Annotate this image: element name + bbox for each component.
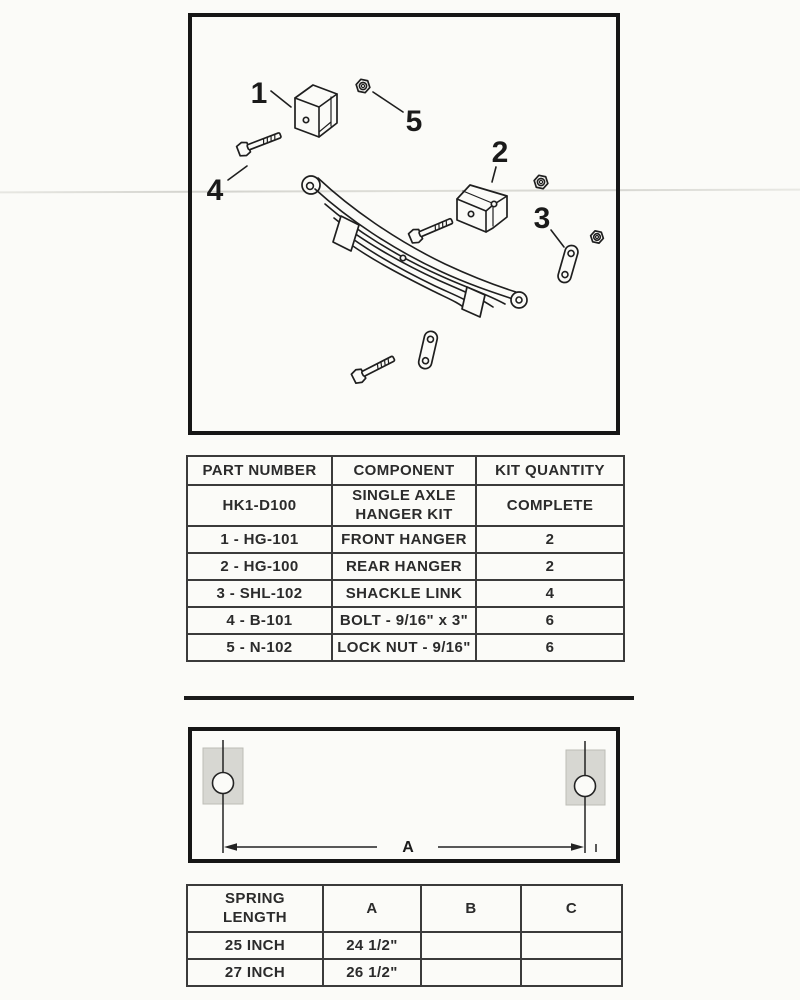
callout-3: 3 [534,202,565,248]
cell-a: 24 1/2" [322,931,422,960]
bolt-part [407,217,454,244]
table-row: HK1-D100 SINGLE AXLE HANGER KIT COMPLETE [186,484,625,527]
shackle-link-part [417,330,439,370]
callout-4-label: 4 [207,174,224,207]
cell-component: LOCK NUT - 9/16" [331,633,477,662]
cell-b [420,931,522,960]
shackle-link-part [557,244,579,284]
header-c: C [520,884,623,933]
callout-1: 1 [251,77,292,110]
spring-table-header-row: SPRING LENGTH A B C [186,884,623,933]
cell-qty: 6 [475,606,625,635]
header-a: A [322,884,422,933]
table-row: 25 INCH 24 1/2" [186,931,623,960]
cell-part: 5 - N-102 [186,633,333,662]
lock-nut-part [533,174,549,190]
bolt-part [235,132,282,157]
spring-center-bolt-hole [399,254,407,262]
callout-5-label: 5 [406,105,423,138]
parts-diagram-drawing: 1 2 3 4 5 [207,77,605,385]
dimension-a: A [224,839,597,856]
cell-b [420,958,522,987]
table-row: 1 - HG-101 FRONT HANGER 2 [186,525,625,554]
cell-part: 2 - HG-100 [186,552,333,581]
cell-component: REAR HANGER [331,552,477,581]
callout-5: 5 [372,91,423,138]
cell-component: SHACKLE LINK [331,579,477,608]
table-row: 27 INCH 26 1/2" [186,958,623,987]
cell-length: 25 INCH [186,931,324,960]
table-row: 4 - B-101 BOLT - 9/16" x 3" 6 [186,606,625,635]
cell-part: 4 - B-101 [186,606,333,635]
header-spring-length: SPRING LENGTH [186,884,324,933]
callout-2: 2 [491,136,509,183]
cell-component: FRONT HANGER [331,525,477,554]
cell-c [520,931,623,960]
cell-a: 26 1/2" [322,958,422,987]
parts-table-header-row: PART NUMBER COMPONENT KIT QUANTITY [186,455,625,486]
cell-qty: COMPLETE [475,484,625,527]
cell-component: BOLT - 9/16" x 3" [331,606,477,635]
spring-clamp-band [332,215,360,252]
dimension-diagram-panel: A [188,727,620,863]
cell-part: HK1-D100 [186,484,333,527]
header-part-number: PART NUMBER [186,455,333,486]
header-b: B [420,884,522,933]
spring-length-table: SPRING LENGTH A B C 25 INCH 24 1/2" 27 I… [186,884,623,987]
cell-part: 1 - HG-101 [186,525,333,554]
cell-component: SINGLE AXLE HANGER KIT [331,484,477,527]
front-hanger-part [294,84,338,138]
rear-hanger-part [456,184,508,233]
table-row: 2 - HG-100 REAR HANGER 2 [186,552,625,581]
lock-nut-part [355,78,371,94]
parts-table: PART NUMBER COMPONENT KIT QUANTITY HK1-D… [186,455,625,662]
cell-qty: 2 [475,525,625,554]
dimension-a-label: A [402,839,414,856]
lock-nut-part [589,230,605,244]
cell-length: 27 INCH [186,958,324,987]
cell-qty: 2 [475,552,625,581]
section-divider-rule [184,696,634,700]
callout-4: 4 [207,165,248,207]
bolt-part [350,355,396,385]
callout-2-label: 2 [492,136,509,169]
callout-1-label: 1 [251,77,268,110]
cell-qty: 6 [475,633,625,662]
dimension-drawing: A [202,740,606,856]
cell-c [520,958,623,987]
leaf-spring-part [301,175,528,318]
left-pad-hole [211,771,235,795]
parts-diagram-panel: 1 2 3 4 5 [188,13,620,435]
callout-3-label: 3 [534,202,551,235]
header-component: COMPONENT [331,455,477,486]
spring-clamp-band [461,286,486,318]
cell-qty: 4 [475,579,625,608]
table-row: 5 - N-102 LOCK NUT - 9/16" 6 [186,633,625,662]
cell-part: 3 - SHL-102 [186,579,333,608]
header-kit-quantity: KIT QUANTITY [475,455,625,486]
right-pad-hole [573,774,597,798]
table-row: 3 - SHL-102 SHACKLE LINK 4 [186,579,625,608]
